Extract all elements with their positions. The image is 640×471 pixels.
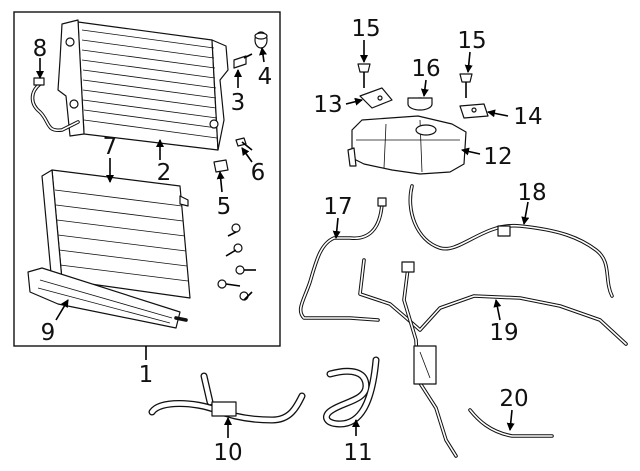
transmission-cooler <box>27 267 188 329</box>
callout-3: 3 <box>231 90 246 116</box>
sensor-harness <box>30 77 80 133</box>
callout-4: 4 <box>258 64 273 90</box>
leader-lines <box>36 40 530 438</box>
callout-13: 13 <box>313 92 342 118</box>
callout-1: 1 <box>139 362 154 388</box>
callout-15a: 15 <box>351 16 380 42</box>
upper-radiator-hose <box>323 356 380 428</box>
callout-labels: 1 2 3 4 5 6 7 8 9 10 11 12 13 14 15 15 1… <box>33 16 547 466</box>
condenser <box>41 169 191 299</box>
lower-radiator-hose <box>148 372 306 424</box>
callout-15b: 15 <box>457 28 486 54</box>
assembly-frame <box>13 11 281 347</box>
callout-8: 8 <box>33 36 48 62</box>
callout-14: 14 <box>513 104 542 130</box>
callout-20: 20 <box>499 386 528 412</box>
callout-6: 6 <box>251 160 266 186</box>
radiator <box>57 19 229 151</box>
callout-19: 19 <box>489 320 518 346</box>
bypass-hose <box>408 184 614 298</box>
callout-12: 12 <box>483 144 512 170</box>
coolant-reservoir <box>347 115 467 175</box>
callout-16: 16 <box>411 56 440 82</box>
callout-7: 7 <box>103 134 118 160</box>
overflow-hose <box>298 197 387 322</box>
callout-9: 9 <box>41 320 56 346</box>
callout-17: 17 <box>323 194 352 220</box>
coolant-tube <box>468 408 554 438</box>
reservoir-mount-parts <box>357 63 489 119</box>
callout-11: 11 <box>343 440 372 466</box>
callout-18: 18 <box>517 180 546 206</box>
callout-2: 2 <box>157 160 172 186</box>
callout-5: 5 <box>217 194 232 220</box>
fastener-set <box>213 31 268 301</box>
callout-10: 10 <box>213 440 242 466</box>
heater-tube-assembly <box>358 258 628 458</box>
